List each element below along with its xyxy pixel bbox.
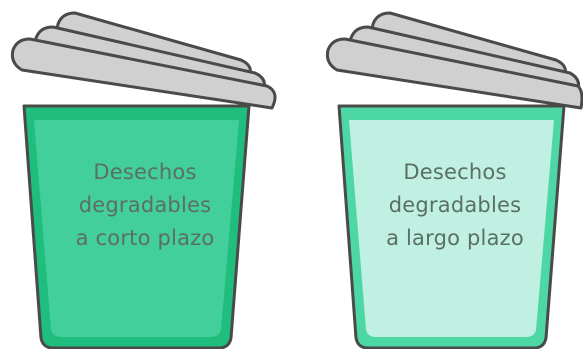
bin-label-line-2: degradables	[78, 193, 212, 217]
bin-label-line-1: Desechos	[403, 160, 507, 184]
bin-label-short-term: Desechos degradables a corto plazo	[40, 156, 250, 255]
trash-bin-long-term-icon	[325, 11, 583, 349]
trash-bin-long-term: Desechos degradables a largo plazo	[292, 0, 583, 349]
bin-label-long-term: Desechos degradables a largo plazo	[350, 156, 560, 255]
bin-label-line-1: Desechos	[93, 160, 197, 184]
bin-label-line-2: degradables	[388, 193, 522, 217]
trash-bin-short-term: Desechos degradables a corto plazo	[0, 0, 291, 349]
trash-bin-short-term-icon	[10, 11, 277, 349]
bin-label-line-3: a corto plazo	[75, 226, 215, 250]
bin-label-line-3: a largo plazo	[386, 226, 524, 250]
